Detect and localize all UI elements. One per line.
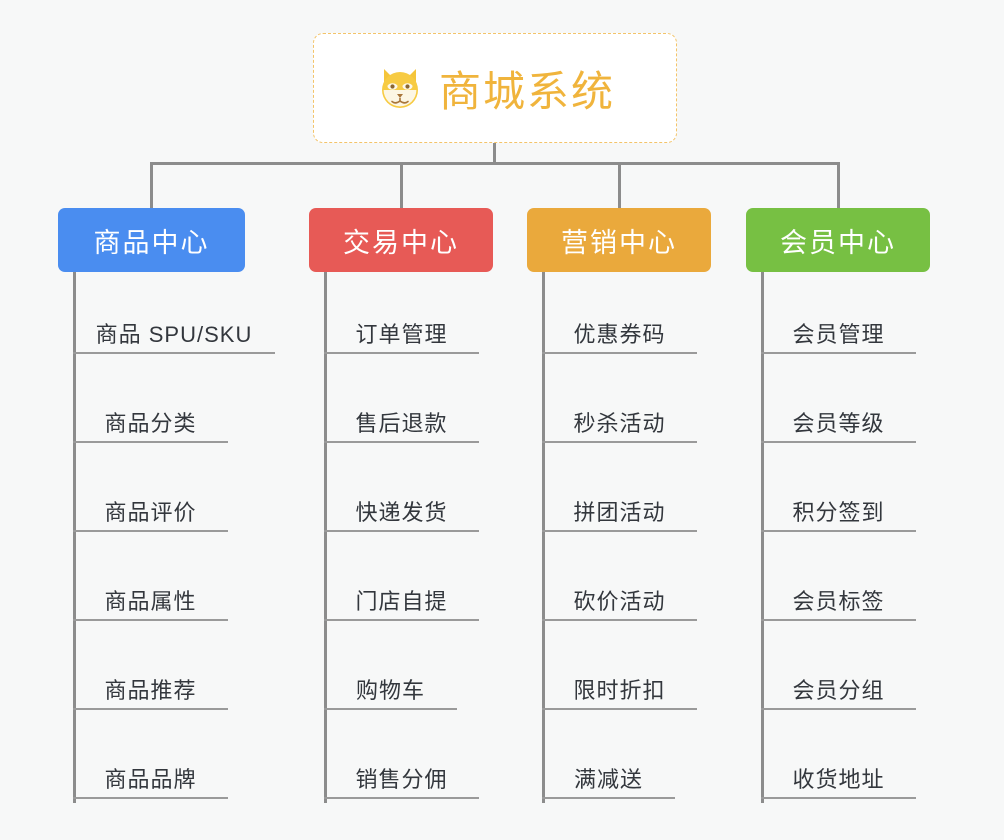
leaf-label-2-5: 购物车: [355, 678, 425, 703]
branch-trunk-1: [73, 272, 76, 803]
horizontal-bus-line: [150, 162, 840, 165]
branch-trunk-2: [324, 272, 327, 803]
leaf-label-3-3: 拼团活动: [573, 500, 666, 525]
leaf-label-3-5: 限时折扣: [573, 678, 666, 703]
leaf-label-4-4: 会员标签: [792, 589, 885, 614]
category-box-2[interactable]: 交易中心: [309, 208, 493, 272]
leaf-label-3-2: 秒杀活动: [573, 411, 666, 436]
leaf-label-3-6: 满减送: [573, 767, 643, 792]
leaf-label-1-4: 商品属性: [104, 589, 197, 614]
leaf-item-2-5[interactable]: 购物车: [324, 666, 457, 710]
leaf-item-1-5[interactable]: 商品推荐: [73, 666, 228, 710]
leaf-label-1-3: 商品评价: [104, 500, 197, 525]
leaf-item-2-4[interactable]: 门店自提: [324, 577, 479, 621]
leaf-label-2-4: 门店自提: [355, 589, 448, 614]
leaf-label-2-6: 销售分佣: [355, 767, 448, 792]
leaf-label-4-5: 会员分组: [792, 678, 885, 703]
drop-line-2: [400, 162, 403, 208]
leaf-label-1-5: 商品推荐: [104, 678, 197, 703]
leaf-label-1-2: 商品分类: [104, 411, 197, 436]
shiba-dog-face-icon: [375, 63, 425, 113]
leaf-label-4-3: 积分签到: [792, 500, 885, 525]
leaf-label-4-2: 会员等级: [792, 411, 885, 436]
drop-line-1: [150, 162, 153, 208]
leaf-item-3-3[interactable]: 拼团活动: [542, 488, 697, 532]
leaf-label-4-6: 收货地址: [792, 767, 885, 792]
leaf-item-4-1[interactable]: 会员管理: [761, 310, 916, 354]
category-label-2: 交易中心: [343, 227, 459, 258]
leaf-item-3-2[interactable]: 秒杀活动: [542, 399, 697, 443]
leaf-item-1-1[interactable]: 商品 SPU/SKU: [73, 310, 275, 354]
root-node[interactable]: 商城系统: [313, 33, 677, 143]
leaf-label-1-1: 商品 SPU/SKU: [95, 322, 253, 347]
branch-trunk-3: [542, 272, 545, 803]
leaf-item-2-3[interactable]: 快递发货: [324, 488, 479, 532]
leaf-item-3-6[interactable]: 满减送: [542, 755, 675, 799]
leaf-label-2-2: 售后退款: [355, 411, 448, 436]
leaf-item-3-5[interactable]: 限时折扣: [542, 666, 697, 710]
leaf-item-2-1[interactable]: 订单管理: [324, 310, 479, 354]
leaf-item-2-2[interactable]: 售后退款: [324, 399, 479, 443]
root-stem-line: [493, 143, 496, 164]
category-label-1: 商品中心: [93, 227, 210, 258]
leaf-item-2-6[interactable]: 销售分佣: [324, 755, 479, 799]
branch-trunk-4: [761, 272, 764, 803]
leaf-item-1-3[interactable]: 商品评价: [73, 488, 228, 532]
leaf-item-4-6[interactable]: 收货地址: [761, 755, 916, 799]
drop-line-4: [837, 162, 840, 208]
leaf-item-4-3[interactable]: 积分签到: [761, 488, 916, 532]
leaf-item-4-5[interactable]: 会员分组: [761, 666, 916, 710]
leaf-item-4-4[interactable]: 会员标签: [761, 577, 916, 621]
category-box-3[interactable]: 营销中心: [527, 208, 711, 272]
leaf-label-4-1: 会员管理: [792, 322, 885, 347]
leaf-item-4-2[interactable]: 会员等级: [761, 399, 916, 443]
leaf-label-3-4: 砍价活动: [573, 589, 666, 614]
leaf-label-2-1: 订单管理: [355, 322, 448, 347]
category-label-3: 营销中心: [561, 227, 677, 258]
root-title: 商城系统: [438, 67, 615, 115]
leaf-item-1-2[interactable]: 商品分类: [73, 399, 228, 443]
leaf-label-2-3: 快递发货: [355, 500, 448, 525]
leaf-item-1-6[interactable]: 商品品牌: [73, 755, 228, 799]
drop-line-3: [618, 162, 621, 208]
category-box-1[interactable]: 商品中心: [58, 208, 245, 272]
leaf-label-1-6: 商品品牌: [104, 767, 197, 792]
category-box-4[interactable]: 会员中心: [746, 208, 930, 272]
leaf-item-3-1[interactable]: 优惠券码: [542, 310, 697, 354]
leaf-label-3-1: 优惠券码: [573, 322, 666, 347]
category-label-4: 会员中心: [780, 227, 896, 258]
leaf-item-1-4[interactable]: 商品属性: [73, 577, 228, 621]
leaf-item-3-4[interactable]: 砍价活动: [542, 577, 697, 621]
